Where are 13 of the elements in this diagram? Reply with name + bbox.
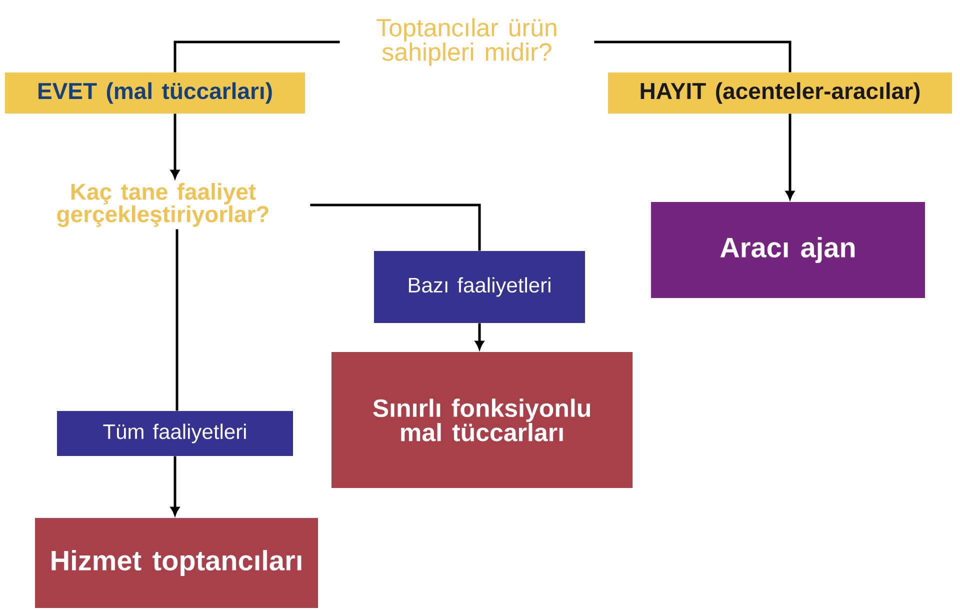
answer-band: EVET (mal tüccarları): [5, 72, 305, 114]
result-box: Aracı ajan: [651, 202, 926, 298]
result-box: Hizmet toptancıları: [35, 518, 318, 608]
option-box: Tüm faaliyetleri: [57, 411, 293, 456]
connector-arrow: [170, 114, 180, 178]
question-text: Toptancılar ürün sahipleri midir?: [376, 18, 556, 66]
question-text: Kaç tane faaliyet gerçekleştiriyorlar?: [57, 183, 268, 227]
connector-arrow: [170, 456, 180, 516]
option-box: Bazı faaliyetleri: [374, 251, 585, 323]
answer-band: HAYIT (acenteler-aracılar): [608, 72, 952, 114]
connector-arrow: [475, 323, 484, 350]
result-box: Sınırlı fonksiyonlu mal tüccarları: [332, 352, 632, 488]
connector-arrow: [786, 114, 794, 200]
